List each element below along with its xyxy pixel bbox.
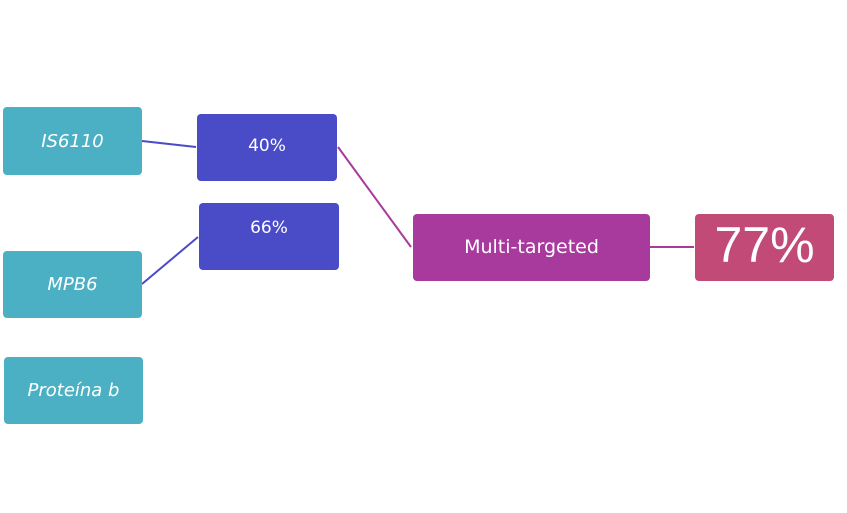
connector-40-to-multi [337,146,412,248]
multi-targeted-label: Multi-targeted [464,235,599,258]
marker-mpb6-label: MPB6 [47,274,98,295]
marker-is6110-label: IS6110 [41,130,104,152]
sensitivity-mpb6-value: 66% [250,217,288,238]
multi-targeted-box: Multi-targeted [413,214,650,281]
marker-is6110-box: IS6110 [3,107,142,175]
marker-mpb6-box: MPB6 [3,251,142,318]
marker-proteina-b-label: Proteína b [27,380,120,401]
combined-result-box: 77% [695,214,834,281]
connector-is6110-to-40 [141,140,197,148]
marker-proteina-b-box: Proteína b [4,357,143,424]
sensitivity-is6110-value: 40% [248,135,286,156]
combined-result-value: 77% [714,216,815,273]
sensitivity-mpb6-box: 66% [199,203,339,270]
connector-mpb6-to-66 [141,236,199,285]
sensitivity-is6110-box: 40% [197,114,337,181]
